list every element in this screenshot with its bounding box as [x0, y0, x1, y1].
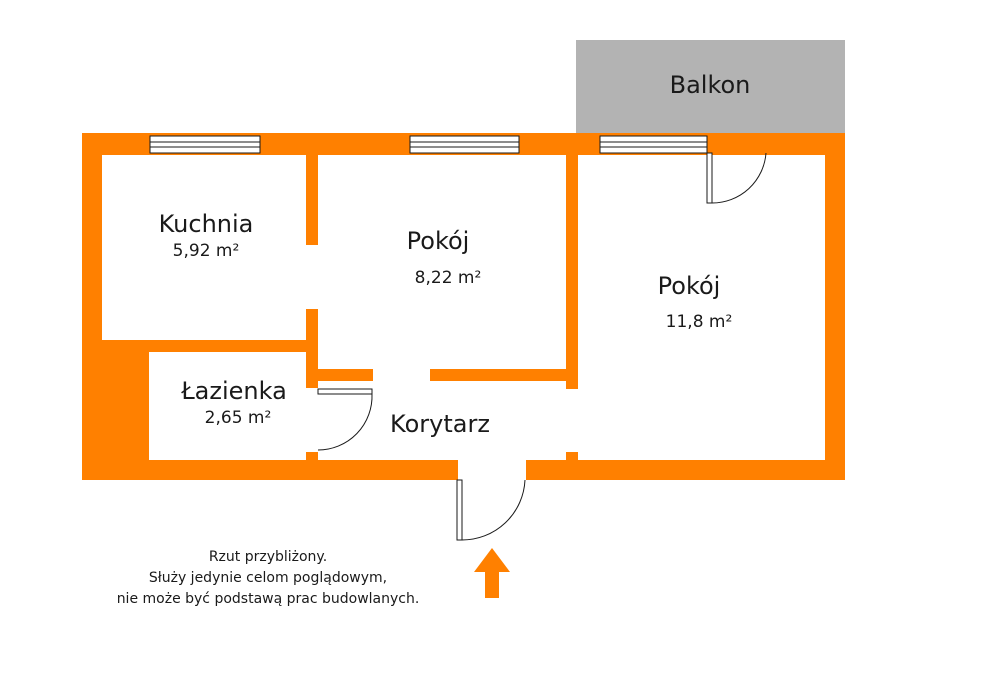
arrow-up-icon — [474, 548, 510, 598]
room-area-pokoj-large: 11,8 m² — [666, 312, 733, 332]
door-balcony — [706, 152, 767, 204]
room-label-korytarz: Korytarz — [390, 410, 490, 438]
door-entrance — [456, 479, 526, 541]
disclaimer-note: Rzut przybliżony. Służy jedynie celom po… — [117, 549, 420, 607]
doors — [317, 152, 767, 541]
room-area-lazienka: 2,65 m² — [205, 408, 272, 428]
room-area-pokoj-small: 8,22 m² — [415, 268, 482, 288]
room-area-kuchnia: 5,92 m² — [173, 241, 240, 261]
window-kuchnia — [149, 135, 261, 154]
note-line-3: nie może być podstawą prac budowlanych. — [117, 591, 420, 607]
room-label-lazienka: Łazienka — [180, 377, 287, 405]
door-bathroom — [317, 388, 373, 451]
room-label-balkon: Balkon — [670, 71, 751, 99]
interior-walls — [102, 153, 578, 462]
note-line-2: Służy jedynie celom poglądowym, — [149, 570, 387, 586]
room-label-kuchnia: Kuchnia — [159, 210, 254, 238]
balcony-area — [576, 40, 845, 133]
window-pokoj-large — [599, 135, 708, 154]
window-pokoj-small — [409, 135, 520, 154]
windows — [149, 135, 708, 154]
room-label-pokoj-large: Pokój — [658, 272, 721, 300]
room-label-pokoj-small: Pokój — [407, 227, 470, 255]
note-line-1: Rzut przybliżony. — [209, 549, 327, 565]
